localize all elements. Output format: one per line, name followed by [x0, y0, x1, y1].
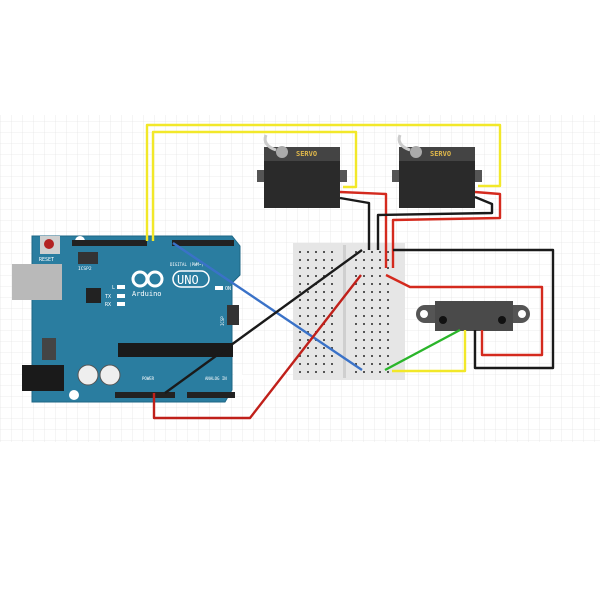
reset-label: RESET: [39, 257, 54, 263]
servo-right: SERVO: [392, 134, 482, 208]
wire-black-servo-left-ground[interactable]: [339, 196, 371, 250]
icsp2-header: [78, 252, 98, 264]
power-header: [115, 392, 175, 398]
led-rx-label: RX: [105, 302, 111, 308]
ir-distance-sensor: [416, 301, 530, 331]
logo-text: Arduino: [132, 290, 162, 298]
model-label: UNO: [177, 273, 199, 287]
wires: [145, 123, 555, 420]
servo-label: SERVO: [430, 150, 451, 158]
usb-connector: [12, 264, 62, 300]
wire-red-servo-left-power[interactable]: [339, 190, 388, 268]
led-tx-label: TX: [105, 294, 111, 300]
wire-black-servo-right-ground[interactable]: [376, 195, 494, 250]
analog-header: [187, 392, 235, 398]
digital-header-left: [72, 240, 147, 246]
wire-blue-digital[interactable]: [172, 242, 363, 371]
power-jack: [22, 365, 64, 391]
wire-black-sensor-ground[interactable]: [393, 248, 555, 370]
arduino-logo: UNO Arduino: [131, 270, 210, 298]
wire-green-sensor[interactable]: [384, 328, 461, 372]
analog-label: ANALOG IN: [205, 376, 227, 381]
digital-label: DIGITAL (PWM~): [170, 262, 204, 267]
wire-yellow-servo-right-signal[interactable]: [145, 123, 502, 241]
wire-red-servo-right-power[interactable]: [391, 190, 502, 268]
digital-header-right: [172, 240, 234, 246]
icsp-header: [227, 305, 239, 325]
power-label: POWER: [142, 376, 155, 381]
wire-black-ground[interactable]: [164, 249, 363, 394]
led-l-label: L: [112, 285, 115, 291]
icsp2-label: ICSP2: [78, 266, 92, 272]
wire-yellow-sensor-signal[interactable]: [392, 330, 467, 373]
chip: [86, 288, 101, 303]
wire-red-sensor-power[interactable]: [385, 273, 544, 357]
atmega-chip: [118, 343, 233, 357]
icsp-label: ICSP: [220, 316, 225, 326]
wire-yellow-servo-left-signal[interactable]: [151, 130, 358, 241]
servo-label: SERVO: [296, 150, 317, 158]
breadboard: [293, 243, 405, 380]
wire-red-5v[interactable]: [152, 274, 362, 420]
arduino-uno-board: RESET ICSP2 L TX RX UNO Arduino ON ICSP …: [12, 235, 243, 403]
led-on-label: ON: [225, 286, 231, 292]
servo-left: SERVO: [257, 134, 347, 208]
